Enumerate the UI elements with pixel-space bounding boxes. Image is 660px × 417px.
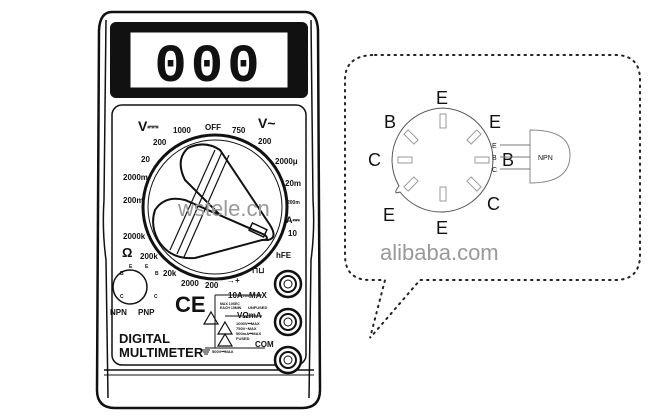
pin-label-top-left: B — [384, 112, 396, 132]
dial-pos-2000m: 2000m — [123, 173, 148, 182]
lead-c: C — [492, 167, 497, 174]
dial-pos-750: 750 — [232, 126, 246, 135]
callout-bubble — [344, 54, 641, 339]
dial-pos-200m-v: 200m — [123, 196, 143, 205]
socket-pin-b1: B — [120, 271, 124, 277]
jack-10a-note2: EACH 15MIN — [220, 306, 242, 310]
brand-multimeter: MULTIMETER — [119, 345, 204, 360]
jack-vma[interactable] — [273, 307, 303, 337]
display-reading: 000 — [154, 37, 263, 98]
pin-label-right: B — [502, 150, 514, 170]
jack-10a-fuse: UNFUSED — [248, 305, 267, 310]
dial-pointer — [248, 221, 268, 239]
dial-pos-200m-a: 200m — [287, 200, 300, 206]
rotary-dial[interactable] — [141, 133, 289, 281]
watermark-right: alibaba.com — [380, 240, 499, 265]
pin-label-bottom-right: C — [487, 194, 500, 214]
dial-pos-200v-dc: 200 — [153, 138, 167, 147]
dcv-label: V⎓ — [138, 118, 159, 134]
watermark-left: wstele.cn — [177, 196, 270, 221]
pin-label-bottom: E — [436, 218, 448, 238]
ohm-label: Ω — [122, 245, 132, 260]
dial-pos-2000-ohm: 2000 — [181, 279, 199, 288]
amp-label: A⎓ — [286, 215, 300, 225]
dial-pos-2000u: 2000μ — [275, 157, 298, 166]
jack-10a-label: 10A⎓MAX — [228, 291, 268, 300]
hfe-socket[interactable]: E E B B C C NPN PNP — [110, 264, 159, 317]
pin-label-top-right: E — [489, 112, 501, 132]
square-wave-icon: ⊓⊔ — [252, 266, 264, 275]
jack-com[interactable] — [273, 345, 303, 375]
brand-digital: DIGITAL — [119, 331, 170, 346]
dial-pos-2000k: 2000k — [123, 232, 146, 241]
dial-pos-200v-ac: 200 — [258, 137, 272, 146]
jack-com-ground-note: 500V⎓MAX — [212, 349, 234, 354]
jack-vma-note2: 750V~MAX — [236, 326, 257, 331]
dial-pos-200k: 200k — [140, 252, 158, 261]
jack-vma-note1: 1000V⎓MAX — [236, 321, 260, 326]
warning-icon — [202, 310, 234, 347]
dial-pos-off: OFF — [205, 123, 221, 132]
jack-vma-fuse: FUSED — [236, 336, 250, 341]
jack-vma-note3: 500mA⎓MAX — [236, 331, 262, 336]
lead-e: E — [492, 143, 497, 150]
jack-10a[interactable] — [273, 269, 303, 299]
dial-pos-10a: 10 — [288, 229, 297, 238]
socket-pin-e1: E — [129, 264, 133, 270]
jack-vma-label: VΩmA — [237, 311, 262, 320]
socket-pin-e2: E — [145, 264, 149, 270]
diode-continuity-icon: →+ — [227, 276, 240, 285]
dial-pos-1000: 1000 — [173, 126, 191, 135]
npn-label: NPN — [110, 308, 127, 317]
jack-com-label: COM — [255, 340, 274, 349]
ground-icon — [202, 349, 210, 355]
dial-pos-200-ohm: 200 — [205, 281, 219, 290]
socket-pinout: E B E C B E C E — [368, 88, 514, 238]
ce-mark: CE — [175, 292, 206, 317]
dial-knob-upper — [179, 143, 275, 242]
acv-label: V~ — [258, 115, 276, 131]
pin-label-left: C — [368, 150, 381, 170]
dial-pos-hfe: hFE — [276, 251, 292, 260]
transistor-type-label: NPN — [538, 155, 553, 162]
lcd-display: 000 — [110, 22, 308, 98]
pnp-label: PNP — [138, 308, 155, 317]
socket-pin-c2: C — [154, 294, 158, 300]
dial-pos-20k: 20k — [163, 269, 177, 278]
npn-transistor: E B C NPN — [492, 129, 571, 184]
jack-10a-note1: MAX 10SEC — [220, 302, 240, 306]
socket-pin-b2: B — [155, 271, 159, 277]
dial-pos-20m: 20m — [285, 179, 301, 188]
pin-label-bottom-left: E — [383, 205, 395, 225]
lead-b: B — [492, 155, 497, 162]
socket-pin-c1: C — [120, 294, 124, 300]
pin-label-top: E — [436, 88, 448, 108]
dial-pos-20v: 20 — [141, 155, 150, 164]
